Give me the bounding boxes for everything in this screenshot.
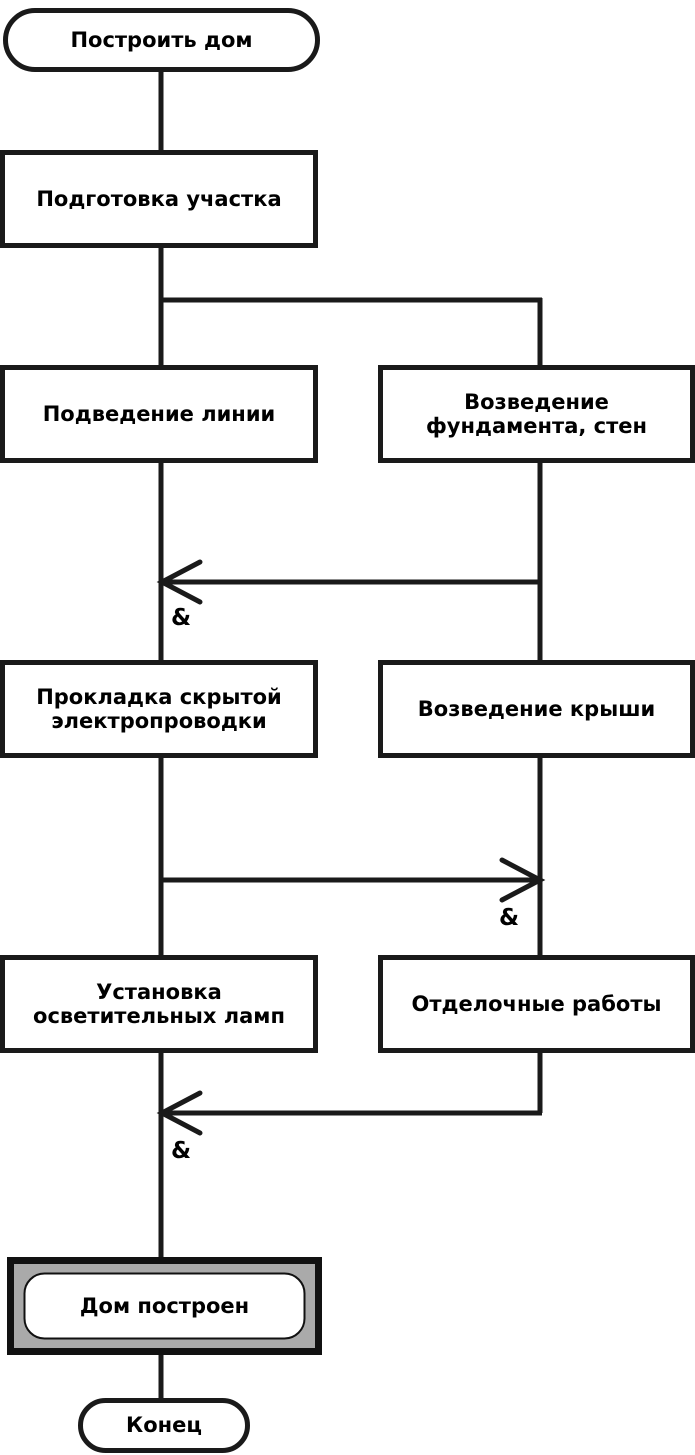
node-finishing-shape[interactable]: [378, 955, 695, 1053]
node-site-shape[interactable]: [0, 150, 318, 248]
node-built-shape[interactable]: [7, 1257, 322, 1355]
arrowhead-left-1: [156, 559, 203, 605]
node-start-shape[interactable]: [3, 8, 320, 72]
arrowhead-left-3: [156, 1090, 203, 1136]
node-wiring-shape[interactable]: [0, 660, 318, 758]
node-foundation-shape[interactable]: [378, 365, 695, 463]
arrowhead-right-2: [499, 857, 546, 903]
node-line-shape[interactable]: [0, 365, 318, 463]
node-end-shape[interactable]: [78, 1398, 250, 1453]
node-roof-shape[interactable]: [378, 660, 695, 758]
node-lamps-shape[interactable]: [0, 955, 318, 1053]
